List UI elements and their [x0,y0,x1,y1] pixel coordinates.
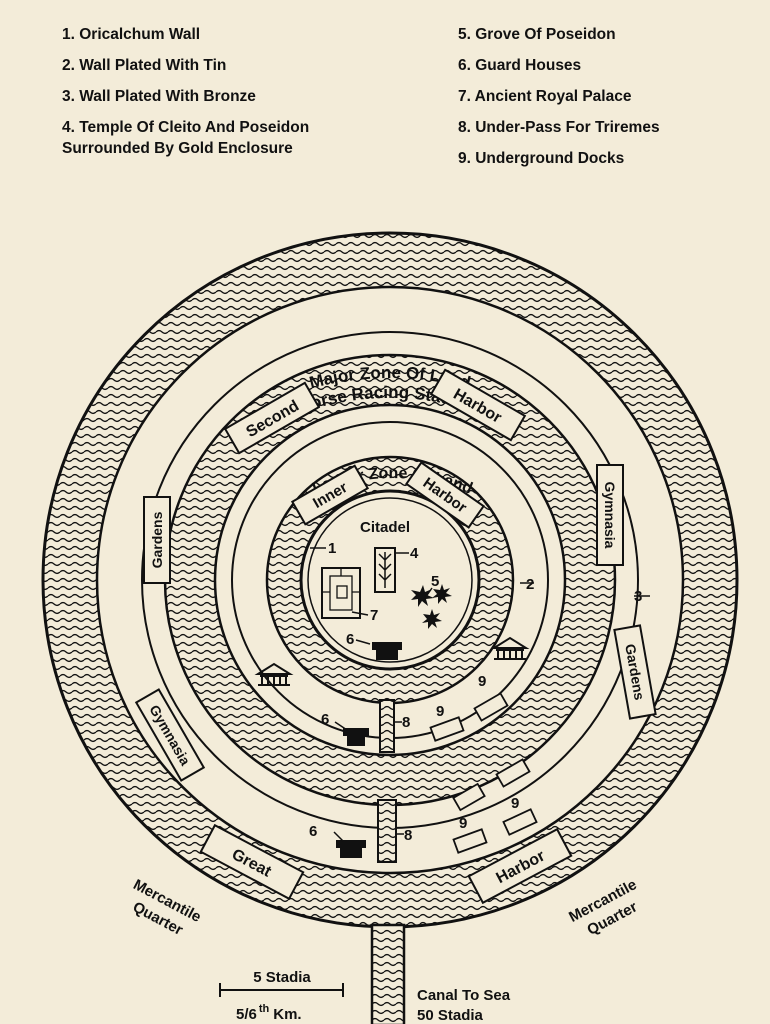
num-8-inner: 8 [402,714,410,731]
canal-label: Canal To Sea 50 Stadia [417,987,511,1024]
callout-lines [310,547,650,843]
under-pass-inner [379,699,395,753]
legend-item-royal-palace: 7. Ancient Royal Palace [458,88,632,105]
legend-item-temple: 4. Temple Of Cleito And Poseidon Surroun… [62,119,310,157]
guard-house-icon-lesser [343,728,369,746]
legend-item-guard-houses: 6. Guard Houses [458,57,582,74]
num-6-lesser: 6 [321,711,329,728]
num-6-major: 6 [309,823,317,840]
gymnasium-building-icon [254,662,294,686]
mercantile-quarter-right: Mercantile Quarter [566,876,640,939]
second-harbor-right: Harbor [429,368,527,442]
num-7: 7 [370,607,378,624]
legend-item-under-pass: 8. Under-Pass For Triremes [458,119,660,136]
citadel-label: Citadel [360,519,410,536]
canal-label-line2: 50 Stadia [417,1007,484,1024]
great-harbor-left: Great [199,823,305,901]
num-8-outer: 8 [404,827,412,844]
num-9-a: 9 [436,703,444,720]
num-2: 2 [526,576,534,593]
num-3: 3 [634,588,642,605]
guard-house-icon-major [336,840,366,858]
num-9-d: 9 [511,795,519,812]
gardens-right-label: Gardens [613,624,657,720]
num-9-b: 9 [478,673,486,690]
num-5: 5 [431,573,439,590]
svg-text:Gardens: Gardens [149,511,165,568]
canal-label-line1: Canal To Sea [417,987,511,1004]
temple-icon [374,547,396,593]
legend-item-grove: 5. Grove Of Poseidon [458,26,616,43]
palace-icon [321,567,361,619]
legend-item-docks: 9. Underground Docks [458,150,625,167]
legend-left-column: 1. Oricalchum Wall 2. Wall Plated With T… [62,24,422,169]
num-9-c: 9 [459,815,467,832]
scale-stadia-label: 5 Stadia [253,969,311,986]
legend-item-oricalchum-wall: 1. Oricalchum Wall [62,26,201,43]
legend-right-column: 5. Grove Of Poseidon 6. Guard Houses 7. … [458,24,748,179]
number-labels: 1 4 5 7 6 6 6 8 8 2 3 9 9 9 9 [309,540,642,844]
gymnasia-right-label: Gymnasia [596,464,624,566]
num-1: 1 [328,540,336,557]
under-pass-outer [377,799,397,863]
num-4: 4 [410,545,419,562]
legend-item-bronze-wall: 3. Wall Plated With Bronze [62,88,256,105]
canal-to-sea [370,923,406,1024]
guard-house-icon-citadel [372,642,402,660]
svg-text:Gymnasia: Gymnasia [602,482,618,549]
gymnasium-building-icon-right [490,636,530,660]
num-6-citadel: 6 [346,631,354,648]
gardens-left-label: Gardens [143,496,171,584]
dock-icons [429,692,538,854]
grove-icon [411,584,452,629]
legend-item-tin-wall: 2. Wall Plated With Tin [62,57,227,74]
mercantile-quarter-left: Mercantile Quarter [130,876,204,939]
